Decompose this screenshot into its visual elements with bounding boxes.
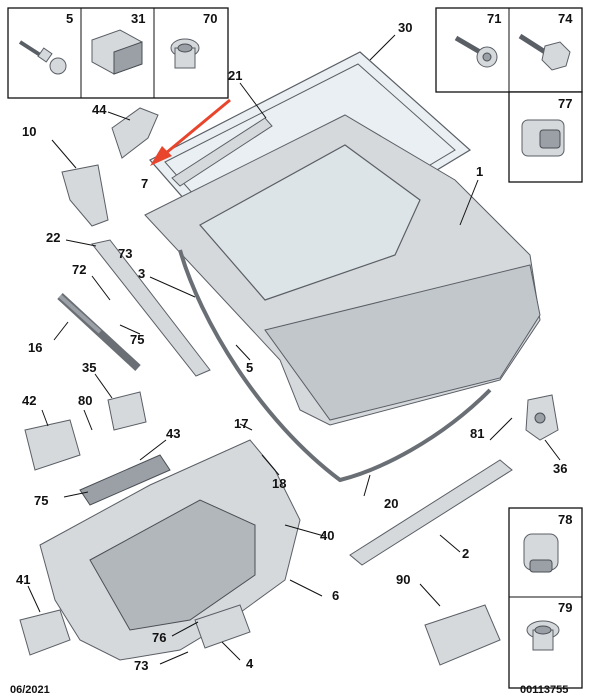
- callout-5-mid: 5: [246, 360, 253, 375]
- leader-lines: [27, 34, 561, 665]
- ball-stud-part-icon: [18, 40, 67, 75]
- side-trim: [91, 239, 211, 377]
- clip-kit: [424, 604, 501, 666]
- callout-22: 22: [46, 230, 60, 245]
- footer-date: 06/2021: [10, 684, 50, 696]
- callout-80: 80: [78, 393, 92, 408]
- callout-81: 81: [470, 426, 484, 441]
- legend-box-bottom-right: [508, 507, 583, 689]
- callout-36: 36: [553, 461, 567, 476]
- callout-42: 42: [22, 393, 36, 408]
- callout-74: 74: [558, 11, 573, 26]
- callout-20: 20: [384, 496, 398, 511]
- highlight-arrow: [150, 98, 231, 166]
- callout-30: 30: [398, 20, 412, 35]
- callout-44: 44: [92, 102, 107, 117]
- callout-2: 2: [462, 546, 469, 561]
- callout-7: 7: [141, 176, 148, 191]
- grommet-79-part-icon: [526, 620, 560, 651]
- footer-ref: 00113755: [520, 684, 568, 696]
- bolt-74-part-icon: [518, 33, 571, 71]
- callout-4: 4: [246, 656, 254, 671]
- clip-78-part-icon: [523, 533, 559, 573]
- callout-labels: 5 31 70 71 74 77 78 79 30 21 44 10 7 1 2…: [16, 11, 573, 673]
- camera-unit: [19, 609, 71, 656]
- gas-strut: [57, 293, 141, 371]
- callout-72: 72: [72, 262, 86, 277]
- callout-79: 79: [558, 600, 572, 615]
- lower-trim: [79, 454, 171, 506]
- callout-90: 90: [396, 572, 410, 587]
- callout-40: 40: [320, 528, 334, 543]
- callout-16: 16: [28, 340, 42, 355]
- callout-18: 18: [272, 476, 286, 491]
- callout-78: 78: [558, 512, 572, 527]
- callout-77: 77: [558, 96, 572, 111]
- hinge-bracket: [61, 164, 109, 227]
- callout-76: 76: [152, 630, 166, 645]
- tailgate-panel: [144, 114, 541, 426]
- callout-41: 41: [16, 572, 30, 587]
- inner-trim-panel: [39, 439, 301, 661]
- callout-75-bottom: 75: [34, 493, 48, 508]
- clip-77-part-icon: [521, 119, 565, 157]
- handle-housing: [24, 419, 81, 471]
- callout-21: 21: [228, 68, 242, 83]
- garnish-strip: [349, 459, 513, 566]
- tailgate-seal: [178, 249, 492, 483]
- legend-box-top-right: [435, 7, 583, 183]
- hinge: [111, 107, 159, 159]
- callout-35: 35: [82, 360, 96, 375]
- callout-71: 71: [487, 11, 501, 26]
- callout-10: 10: [22, 124, 36, 139]
- callout-1: 1: [476, 164, 483, 179]
- callout-31: 31: [131, 11, 145, 26]
- callout-3: 3: [138, 266, 145, 281]
- screw-71-part-icon: [454, 35, 498, 68]
- callout-43: 43: [166, 426, 180, 441]
- callout-73-top: 73: [118, 246, 132, 261]
- legend-box-top-left: [7, 7, 229, 99]
- callout-73-bottom: 73: [134, 658, 148, 673]
- callout-75-top: 75: [130, 332, 144, 347]
- grommet-part-icon: [170, 38, 200, 69]
- callout-70: 70: [203, 11, 217, 26]
- control-module: [107, 391, 147, 431]
- callout-6: 6: [332, 588, 339, 603]
- foam-block-part-icon: [91, 29, 143, 75]
- lock-assembly: [525, 394, 559, 441]
- spoiler-strip: [171, 117, 273, 187]
- callout-17: 17: [234, 416, 248, 431]
- callout-5-box: 5: [66, 11, 73, 26]
- plate-bracket: [194, 604, 251, 649]
